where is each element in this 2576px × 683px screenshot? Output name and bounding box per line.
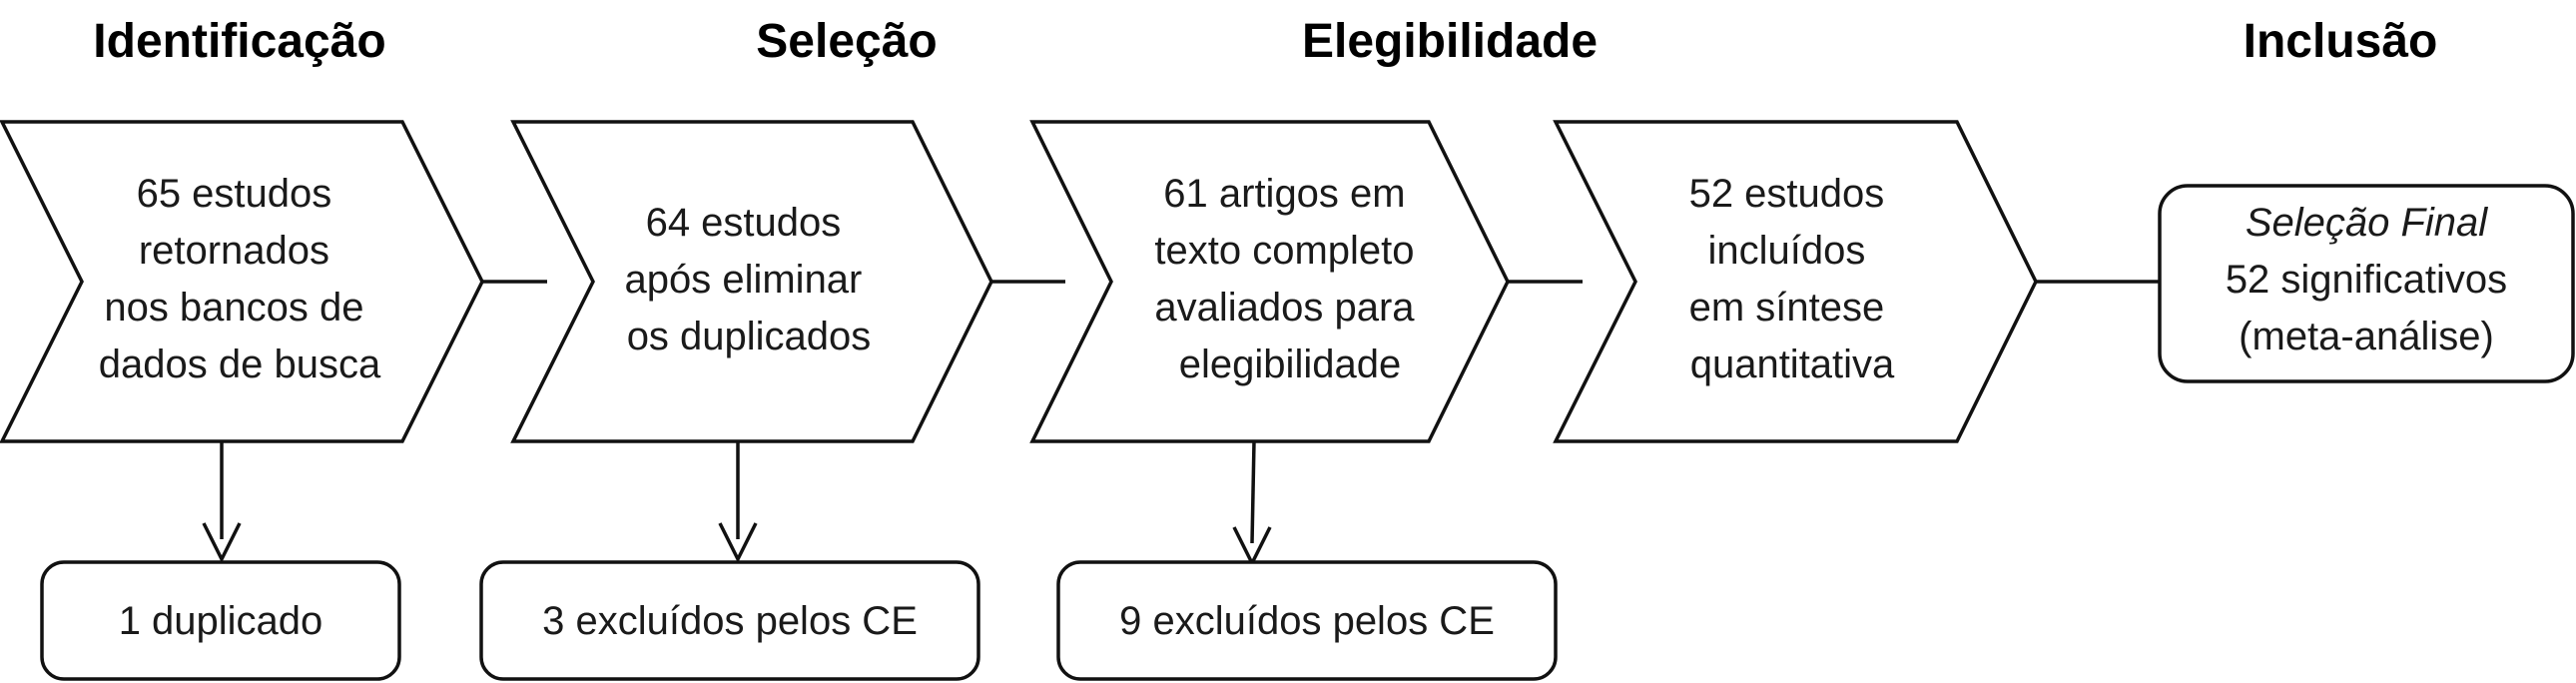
svg-text:61 artigos em texto comp: 61 artigos em texto completo avaliados p… (1154, 172, 1425, 386)
step-elegibilidade: 61 artigos em texto completo avaliados p… (1029, 120, 1510, 443)
arrow-down-1 (202, 441, 242, 563)
step-line: os duplicados (627, 315, 872, 358)
step-line: dados de busca (99, 342, 381, 386)
exclusion-box-identificacao: 1 duplicado (40, 560, 401, 681)
step-line: nos bancos de (104, 286, 363, 330)
phase-title-selecao: Seleção (756, 15, 937, 68)
step-line: 61 artigos em (1163, 172, 1405, 216)
step-line: 52 estudos (1689, 172, 1885, 216)
svg-text:52 estudos incluídos: 52 estudos incluídos em síntese quantita… (1689, 172, 1896, 386)
final-selection-line: 52 significativos (2226, 258, 2507, 302)
arrow-down-2 (718, 441, 758, 563)
step-line: retornados (139, 229, 329, 273)
exclusion-box-selecao: 3 excluídos pelos CE (479, 560, 980, 681)
final-selection-title: Seleção Final (2246, 201, 2488, 245)
phase-title-elegibilidade: Elegibilidade (1302, 15, 1598, 68)
step-line: 64 estudos (646, 201, 842, 245)
exclusion-label: 9 excluídos pelos CE (1119, 599, 1495, 643)
exclusion-box-elegibilidade: 9 excluídos pelos CE (1056, 560, 1558, 681)
svg-text:64 estudos após eliminar: 64 estudos após eliminar os duplicados (624, 201, 873, 358)
svg-text:65 estudos retornados: 65 estudos retornados nos bancos de dado… (99, 172, 381, 386)
phase-title-inclusao: Inclusão (2244, 15, 2438, 68)
step-inclusao: 52 estudos incluídos em síntese quantita… (1553, 120, 2038, 443)
step-line: avaliados para (1154, 286, 1415, 330)
exclusion-label: 3 excluídos pelos CE (542, 599, 918, 643)
step-line: 65 estudos (137, 172, 332, 216)
phase-title-identificacao: Identificação (93, 15, 385, 68)
step-line: texto completo (1154, 229, 1414, 273)
step-selecao: 64 estudos após eliminar os duplicados (510, 120, 993, 443)
step-line: elegibilidade (1179, 342, 1401, 386)
arrow-down-3 (1232, 440, 1272, 567)
step-line: após eliminar (624, 258, 862, 302)
step-line: quantitativa (1690, 342, 1895, 386)
final-selection-box: Seleção Final 52 significativos (meta-an… (2158, 184, 2575, 383)
step-line: incluídos (1708, 229, 1866, 273)
step-identificacao: 65 estudos retornados nos bancos de dado… (0, 120, 484, 443)
final-selection-line: (meta-análise) (2239, 315, 2494, 358)
exclusion-label: 1 duplicado (119, 599, 323, 643)
step-line: em síntese (1689, 286, 1885, 330)
